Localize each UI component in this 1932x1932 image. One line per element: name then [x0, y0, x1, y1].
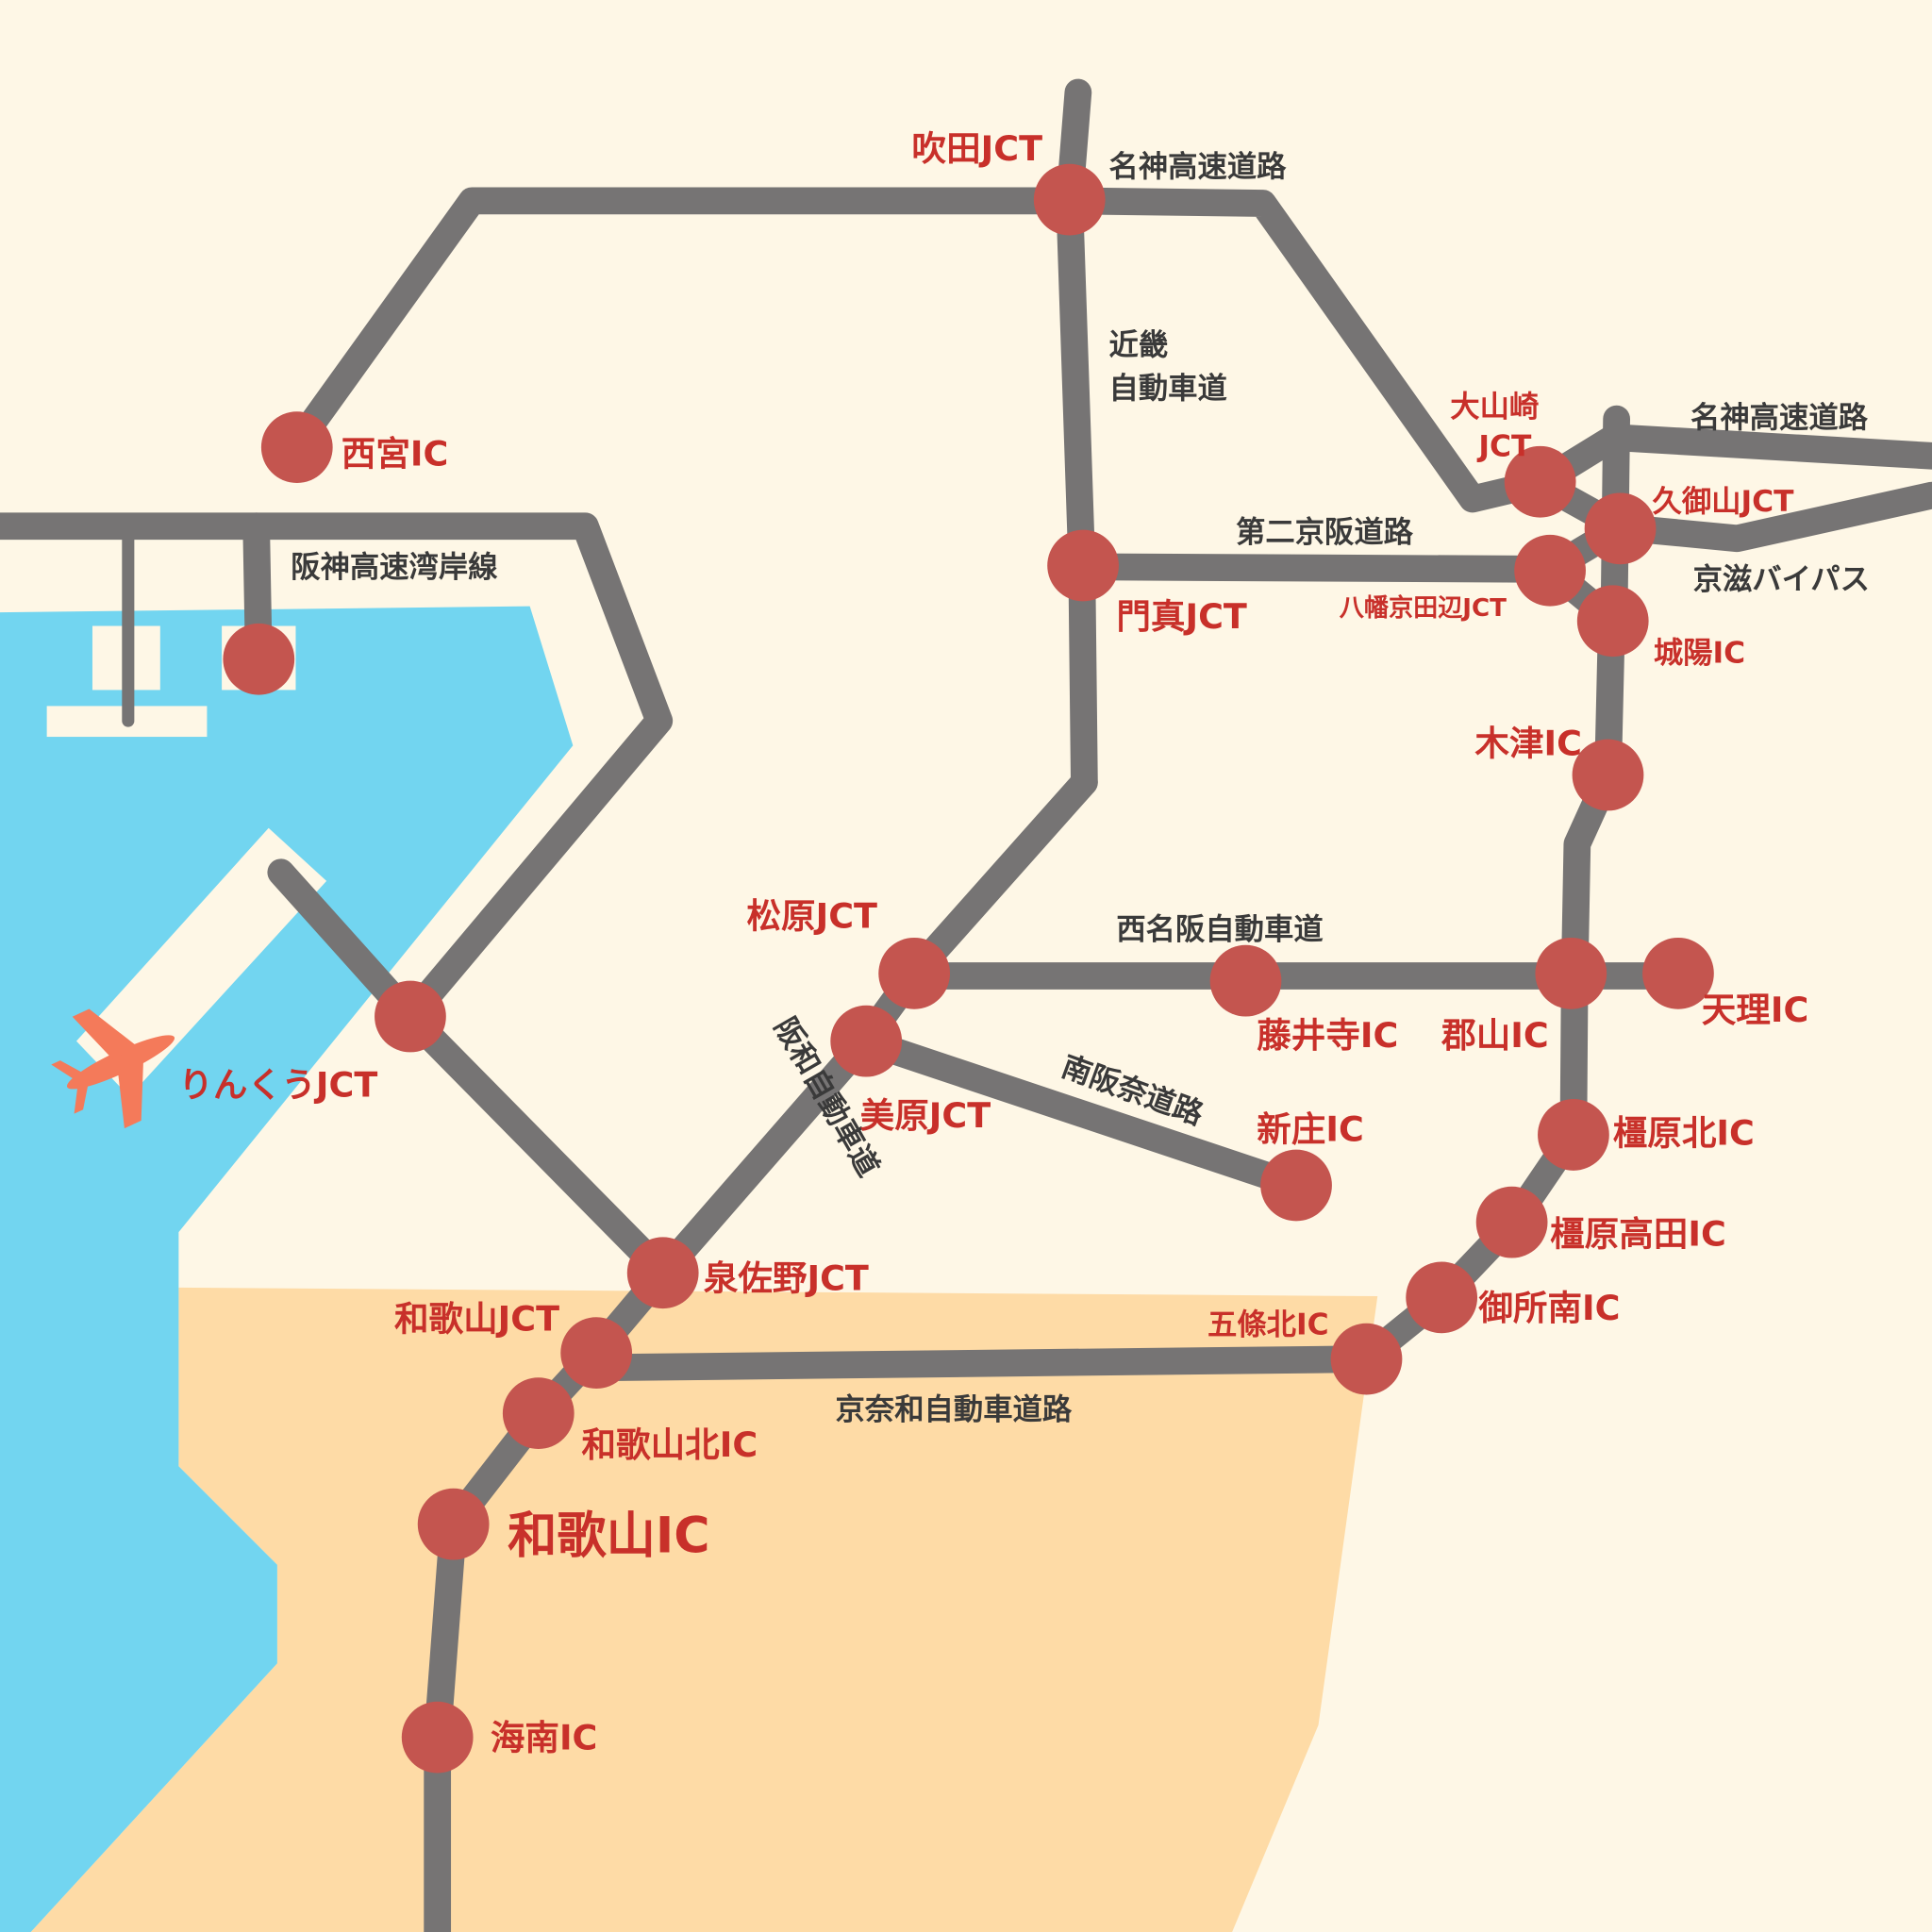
label-mihara: 美原JCT	[860, 1095, 991, 1136]
label-suita: 吹田JCT	[912, 128, 1043, 169]
label-fujiidera: 藤井寺IC	[1257, 1015, 1398, 1056]
ic-tenri[interactable]	[1642, 937, 1714, 1009]
label-kizu: 木津IC	[1474, 724, 1582, 764]
label-gojo-kita: 五條北IC	[1208, 1308, 1329, 1342]
label-kinki-1: 近畿	[1109, 328, 1169, 362]
road-keiji-bypass	[1526, 469, 1932, 553]
road-hanshin-wangan	[0, 512, 677, 1287]
label-kadoma: 門真JCT	[1116, 596, 1247, 637]
label-kashihara-kita: 橿原北IC	[1613, 1112, 1755, 1153]
label-hanshin-wangan: 阪神高速湾岸線	[291, 549, 498, 584]
label-oyamazaki-2: JCT	[1476, 429, 1532, 463]
ic-gojo-kita[interactable]	[1330, 1323, 1403, 1395]
label-koriyama: 郡山IC	[1441, 1015, 1549, 1056]
label-matsubara: 松原JCT	[747, 896, 878, 937]
label-keiji: 京滋バイパス	[1693, 561, 1870, 596]
airport-island	[75, 827, 327, 1097]
label-izumisano: 泉佐野JCT	[704, 1258, 869, 1299]
ic-kashihara-kita[interactable]	[1538, 1099, 1609, 1171]
label-wakayama-kita: 和歌山北IC	[581, 1424, 758, 1465]
ic-kadoma[interactable]	[1047, 529, 1119, 602]
label-kinki-2: 自動車道	[1109, 372, 1227, 406]
interchanges	[223, 163, 1714, 1774]
land-wakayama	[30, 1287, 1378, 1932]
label-yawata: 八幡京田辺JCT	[1340, 593, 1507, 623]
ic-kizu[interactable]	[1572, 739, 1644, 811]
ic-suita[interactable]	[1033, 163, 1106, 236]
label-wakayama-jct: 和歌山JCT	[394, 1299, 559, 1340]
ic-wakayama[interactable]	[417, 1488, 490, 1560]
label-meishin-top: 名神高速道路	[1109, 150, 1288, 184]
label-gose-minami: 御所南IC	[1477, 1288, 1620, 1328]
ic-kainan[interactable]	[401, 1701, 474, 1774]
ic-koriyama[interactable]	[1535, 937, 1607, 1009]
label-kashihara-takada: 橿原高田IC	[1550, 1213, 1726, 1254]
ic-kashihara-takada[interactable]	[1475, 1186, 1548, 1258]
label-kumiyama: 久御山JCT	[1653, 485, 1795, 519]
label-wakayama: 和歌山IC	[508, 1508, 709, 1565]
label-joyo: 城陽IC	[1654, 637, 1745, 671]
ic-izumisano[interactable]	[626, 1237, 699, 1309]
road-keinawa	[582, 1345, 1379, 1382]
ic-matsubara[interactable]	[878, 937, 951, 1009]
ic-wakayama-kita[interactable]	[502, 1377, 575, 1449]
road-meishin-west	[282, 187, 1555, 513]
ic-gose-minami[interactable]	[1406, 1261, 1478, 1334]
ic-wakayama-jct[interactable]	[560, 1317, 633, 1389]
airplane-icon	[51, 1008, 175, 1129]
label-keinawa: 京奈和自動車道路	[836, 1392, 1073, 1427]
label-nishi-meihan: 西名阪自動車道	[1116, 912, 1323, 946]
label-meishin-right: 名神高速道路	[1690, 401, 1869, 435]
ic-oyamazaki[interactable]	[1504, 445, 1576, 518]
road-minami-hanna	[851, 1027, 1310, 1199]
label-rinku: りんくうJCT	[178, 1064, 377, 1105]
osaka-bay	[0, 606, 574, 1932]
ic-shinjo[interactable]	[1260, 1149, 1332, 1222]
ic-fujiidera[interactable]	[1209, 944, 1282, 1017]
ic-kumiyama[interactable]	[1584, 492, 1657, 565]
ic-hanshin[interactable]	[223, 623, 295, 695]
ic-mihara[interactable]	[830, 1005, 903, 1077]
ic-yawata[interactable]	[1514, 534, 1586, 607]
ic-nishinomiya[interactable]	[260, 411, 333, 483]
ic-joyo[interactable]	[1576, 585, 1649, 658]
label-daini-keihan: 第二京阪道路	[1236, 515, 1414, 550]
label-kainan: 海南IC	[491, 1718, 598, 1758]
label-nishinomiya: 西宮IC	[341, 434, 449, 475]
label-oyamazaki-1: 大山崎	[1450, 390, 1539, 424]
ic-rinku[interactable]	[375, 980, 446, 1053]
label-shinjo: 新庄IC	[1257, 1108, 1364, 1149]
label-tenri: 天理IC	[1702, 990, 1809, 1030]
road-kinki	[1056, 78, 1098, 796]
point-labels: 吹田JCT 西宮IC 門真JCT 大山崎 JCT 久御山JCT 八幡京田辺JCT…	[178, 128, 1808, 1758]
